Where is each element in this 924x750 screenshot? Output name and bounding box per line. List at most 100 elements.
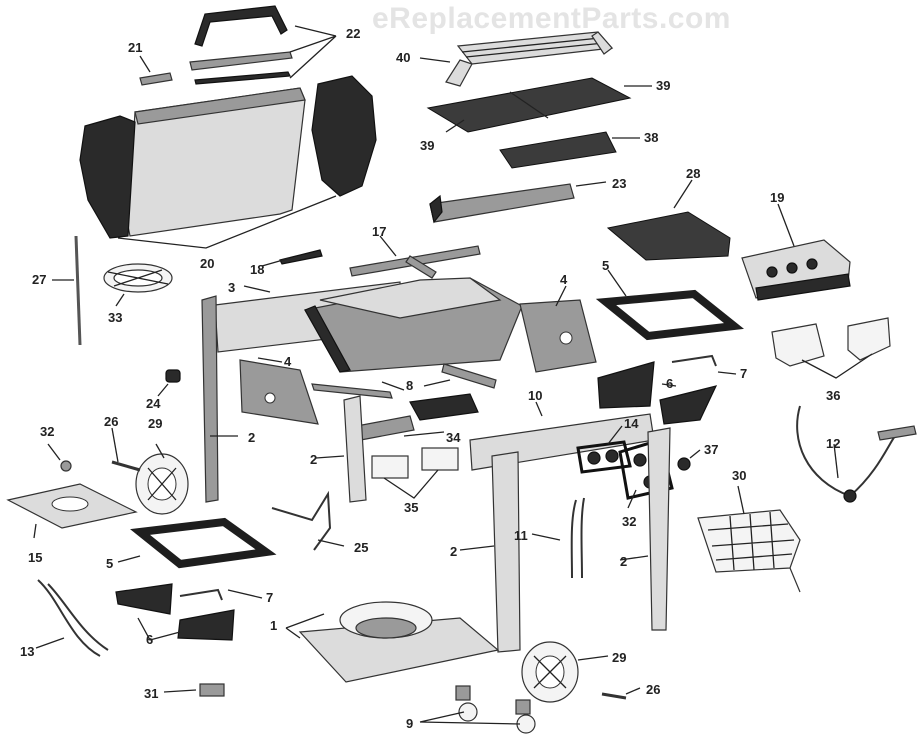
part-19-burner-bracket[interactable] [741,239,851,301]
part-7-clip-upper[interactable] [671,354,717,367]
part-2-leg-left[interactable] [201,295,219,503]
callout-7: 7 [266,590,273,605]
part-7-clip-lower[interactable] [179,588,223,601]
callout-25: 25 [354,540,368,555]
part-18-igniter[interactable] [279,249,323,265]
part-20-lid[interactable] [79,75,377,239]
callout-29: 29 [612,650,626,665]
part-1-base-tray[interactable] [298,601,500,683]
part-29-wheel-lower[interactable] [521,641,579,703]
callout-30: 30 [732,468,746,483]
part-15-bottom-shelf[interactable] [6,483,138,529]
callout-2: 2 [248,430,255,445]
callout-39: 39 [656,78,670,93]
part-2-leg-front[interactable] [491,451,521,653]
callout-11: 11 [514,528,528,543]
callout-18: 18 [250,262,264,277]
callout-4: 4 [560,272,568,287]
part-30-storage-basket[interactable] [697,509,801,593]
part-28-side-shelf[interactable] [606,211,731,261]
part-6-shelf-upper-left[interactable] [597,361,655,409]
callout-14: 14 [624,416,639,431]
callout-1: 1 [270,618,277,633]
callout-31: 31 [144,686,158,701]
part-26-axle-lower[interactable] [601,692,627,700]
callout-26: 26 [104,414,118,429]
callout-6: 6 [146,632,153,647]
part-35-grease-cups[interactable] [371,447,459,479]
callout-39: 39 [420,138,434,153]
part-29-wheel-upper[interactable] [135,453,189,515]
callout-19: 19 [770,190,784,205]
callout-6: 6 [666,376,673,391]
part-6-shelf-lower-right[interactable] [177,609,235,641]
firebox[interactable] [304,277,523,373]
callout-22: 22 [346,26,360,41]
watermark-text: eReplacementParts.com [372,2,731,35]
callout-29: 29 [148,416,162,431]
part-33-burner-ring[interactable] [103,263,173,293]
callout-33: 33 [108,310,122,325]
part-38-grate[interactable] [499,131,617,169]
callout-38: 38 [644,130,658,145]
part-23-heat-plate[interactable] [429,183,575,224]
callout-9: 9 [406,716,413,731]
part-5-frame-upper[interactable] [595,289,744,341]
part-36-heat-shields[interactable] [771,317,891,367]
callout-2: 2 [310,452,317,467]
leader-lines [33,25,873,725]
part-37-igniter-button[interactable] [677,457,691,471]
callout-7: 7 [740,366,747,381]
part-17-burner-tube[interactable] [349,245,481,279]
part-32-cap[interactable] [60,460,72,472]
callout-2: 2 [450,544,457,559]
part-22-handle[interactable] [189,5,293,85]
part-27-rod[interactable] [74,235,82,346]
callout-32: 32 [40,424,54,439]
part-6-shelf-upper-right[interactable] [659,385,718,425]
callout-5: 5 [106,556,113,571]
callout-35: 35 [404,500,418,515]
callout-26: 26 [646,682,660,697]
part-9-casters[interactable] [455,685,536,734]
callout-20: 20 [200,256,214,271]
part-31-tab[interactable] [199,683,225,697]
part-21-clip[interactable] [139,72,173,86]
callout-37: 37 [704,442,718,457]
part-24-knob-cap[interactable] [165,369,181,383]
part-12-gas-hose[interactable] [796,405,917,503]
callout-27: 27 [32,272,46,287]
part-13-hose[interactable] [37,579,109,657]
callout-10: 10 [528,388,542,403]
part-4-bracket-left[interactable] [239,359,319,425]
part-4-bracket-right[interactable] [519,299,597,373]
part-34-grease-tray[interactable] [409,393,479,421]
callout-40: 40 [396,50,410,65]
callout-5: 5 [602,258,609,273]
callout-34: 34 [446,430,461,445]
part-11-gas-line[interactable] [570,497,585,579]
callout-4: 4 [284,354,292,369]
callout-17: 17 [372,224,386,239]
part-5-frame-lower[interactable] [130,517,277,569]
callout-12: 12 [826,436,840,451]
callout-23: 23 [612,176,626,191]
callout-32: 32 [622,514,636,529]
callout-8: 8 [406,378,413,393]
callout-13: 13 [20,644,34,659]
callout-28: 28 [686,166,700,181]
part-8-cross-bars[interactable] [311,363,497,399]
callout-3: 3 [228,280,235,295]
callout-36: 36 [826,388,840,403]
part-6-shelf-lower-left[interactable] [115,583,173,615]
part-2-leg-right[interactable] [647,427,671,631]
part-40-warming-rack[interactable] [445,31,614,87]
part-26-axle-upper[interactable] [111,460,141,472]
callout-15: 15 [28,550,42,565]
part-2-leg-center[interactable] [343,395,367,503]
part-25-hook[interactable] [271,490,332,551]
callout-numbers: 22 21 40 39 39 38 23 28 19 20 17 18 27 3… [20,26,840,731]
callout-2: 2 [620,554,627,569]
callout-21: 21 [128,40,142,55]
